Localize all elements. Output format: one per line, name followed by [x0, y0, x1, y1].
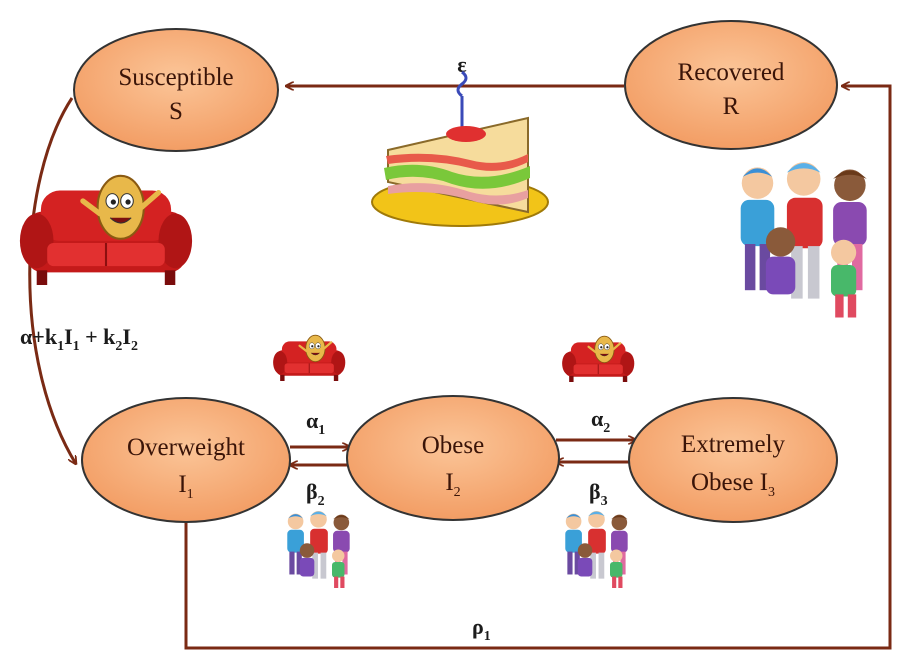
node-recovered-symbol: R	[723, 93, 740, 120]
arrow-overweight-to-recovered	[184, 86, 892, 650]
node-susceptible-label: Susceptible	[118, 64, 233, 91]
node-recovered: Recovered R	[624, 20, 838, 150]
arrow-susceptible-to-overweight	[28, 97, 76, 464]
node-extremely-obese-symbol: Obese I3	[691, 469, 775, 500]
couch-potato-icon	[561, 335, 636, 384]
node-overweight: Overweight I1	[81, 397, 291, 523]
runners-icon	[287, 511, 350, 588]
rate-infection: α+k1I1 + k2I2	[20, 324, 138, 354]
sandwich-icon	[371, 70, 549, 227]
rate-beta2: β2	[306, 479, 325, 509]
node-obese: Obese I2	[346, 395, 560, 521]
node-susceptible: Susceptible S	[73, 28, 279, 152]
rate-beta3: β3	[589, 479, 608, 509]
couch-potato-icon	[20, 176, 192, 285]
arrows	[28, 86, 892, 650]
node-overweight-label: Overweight	[127, 434, 245, 461]
rate-alpha1: α1	[306, 408, 325, 438]
node-obese-symbol: I2	[445, 469, 460, 500]
node-overweight-symbol: I1	[178, 471, 193, 502]
couch-potato-icon	[272, 334, 347, 383]
rate-epsilon: ε	[457, 52, 466, 77]
rate-rho1: ρ1	[472, 614, 491, 644]
node-obese-label: Obese	[422, 432, 484, 459]
runners-icon	[740, 162, 867, 318]
node-extremely-obese: Extremely Obese I3	[628, 397, 838, 523]
node-recovered-label: Recovered	[678, 59, 785, 86]
node-susceptible-symbol: S	[169, 98, 183, 125]
rate-alpha2: α2	[591, 406, 610, 436]
runners-icon	[565, 511, 628, 588]
node-extremely-obese-label: Extremely	[681, 431, 786, 458]
